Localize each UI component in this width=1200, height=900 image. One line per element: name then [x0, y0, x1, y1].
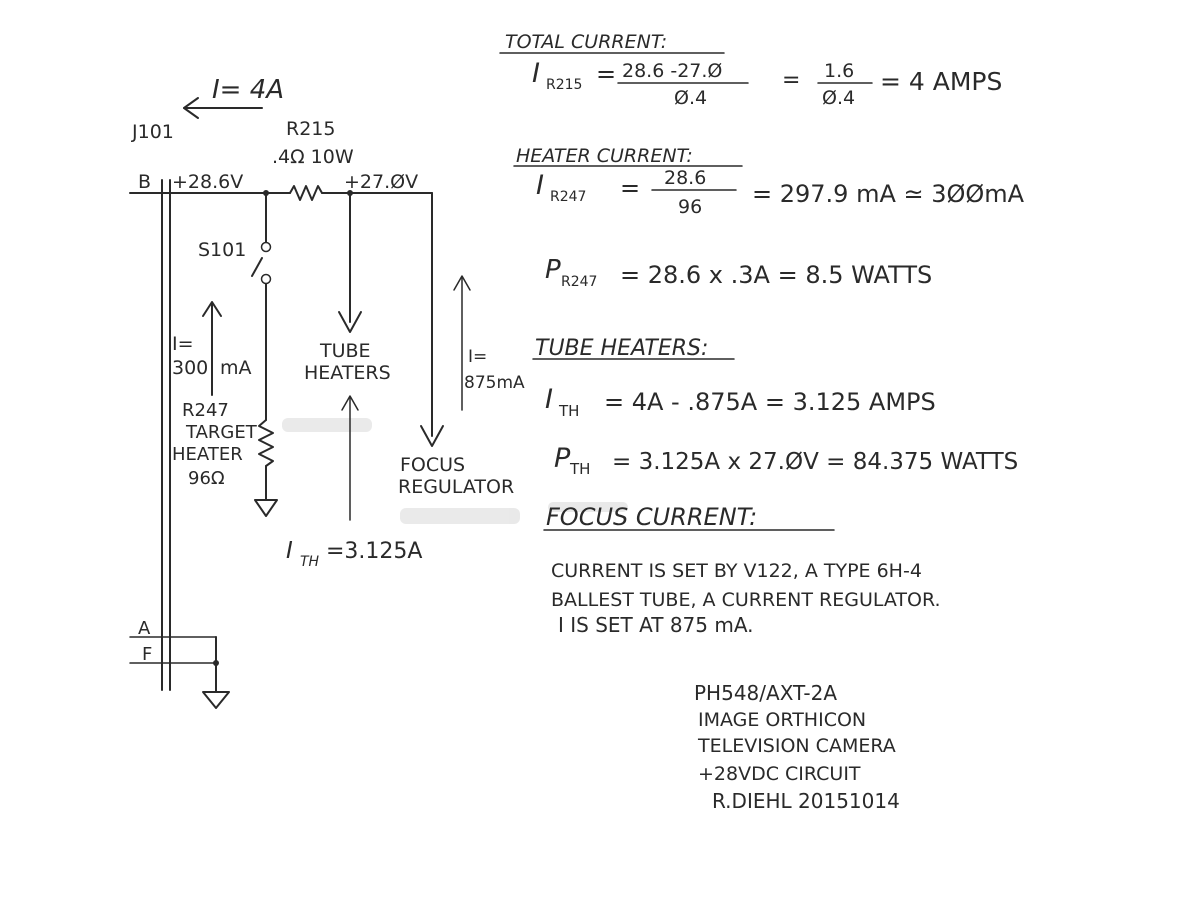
tube-p-sub: TH — [569, 460, 590, 478]
ith-current-arrow — [341, 395, 359, 521]
title-line5: R.DIEHL 20151014 — [712, 789, 900, 813]
r247-line1: TARGET — [185, 422, 258, 443]
r247-line2: HEATER — [172, 444, 243, 465]
total-eq1: = — [596, 60, 616, 88]
total-num2: 1.6 — [824, 60, 854, 82]
power-sym: P — [545, 255, 561, 285]
focus-regulator-arrowhead — [420, 425, 444, 447]
tube-p-expr: = 3.125A x 27.ØV = 84.375 WATTS — [612, 449, 1018, 475]
heater-den: 96 — [678, 196, 702, 218]
tube-i-sub: TH — [558, 402, 579, 420]
s101-label: S101 — [198, 239, 246, 261]
title-line4: +28VDC CIRCUIT — [698, 763, 861, 785]
total-eq2: = — [782, 68, 800, 93]
voltage-out-label: +27.ØV — [344, 171, 418, 193]
total-current-heading: TOTAL CURRENT: — [505, 31, 667, 53]
tube-p-sym: P — [554, 443, 571, 474]
focus-current-val: 875mA — [464, 373, 525, 393]
r215-value: .4Ω 10W — [272, 146, 354, 168]
tube-heaters-arrowhead — [338, 311, 362, 333]
voltage-in-label: +28.6V — [172, 171, 243, 193]
focus-current-heading: FOCUS CURRENT: — [546, 503, 757, 531]
r215-name: R215 — [286, 118, 335, 140]
power-expr: = 28.6 x .3A = 8.5 WATTS — [620, 261, 932, 289]
tube-heaters-heading: TUBE HEATERS: — [535, 336, 708, 361]
junction-dot-af — [213, 660, 219, 666]
heater-eq: = — [620, 174, 640, 202]
focus-regulator-line1: FOCUS — [400, 454, 465, 476]
total-current-label: I= 4A — [212, 75, 284, 105]
schematic: I= 4A J101 R215 .4Ω 10W B +28.6V +27.ØV … — [129, 75, 525, 709]
calculations: TOTAL CURRENT: I R215 = 28.6 -27.Ø Ø.4 =… — [499, 31, 1025, 637]
title-line3: TELEVISION CAMERA — [697, 735, 896, 757]
focus-line2: BALLEST TUBE, A CURRENT REGULATOR. — [551, 589, 941, 611]
r247-name: R247 — [182, 400, 229, 421]
ith-label-sym: I — [286, 538, 293, 564]
ith-label-val: =3.125A — [326, 539, 422, 564]
ith-label-sub: TH — [300, 554, 320, 570]
heater-sym: I — [536, 170, 544, 201]
s101-contact-bottom — [260, 273, 272, 285]
title-line2: IMAGE ORTHICON — [698, 709, 866, 731]
heater-current-heading: HEATER CURRENT: — [516, 145, 693, 167]
focus-current-sym: I= — [468, 347, 487, 367]
heater-current-sym: I= — [172, 333, 194, 355]
title-line1: PH548/AXT-2A — [694, 681, 837, 705]
heater-num: 28.6 — [664, 167, 706, 189]
total-current-arrow — [183, 97, 263, 119]
heater-current-unit: mA — [220, 357, 252, 379]
total-den1: Ø.4 — [674, 87, 707, 109]
ground-symbol-af — [202, 691, 230, 709]
tube-i-sym: I — [545, 384, 553, 415]
heater-current-val: 300 — [172, 357, 208, 379]
heater-sub: R247 — [550, 189, 586, 205]
total-sub: R215 — [546, 77, 582, 93]
tube-heaters-line2: HEATERS — [304, 362, 391, 384]
total-sym: I — [532, 58, 540, 89]
total-num1: 28.6 -27.Ø — [622, 60, 722, 82]
bus-f-label: F — [142, 644, 152, 665]
focus-regulator-line2: REGULATOR — [398, 476, 514, 498]
total-result: = 4 AMPS — [880, 67, 1002, 96]
s101-contact-top — [260, 241, 272, 253]
tube-i-expr: = 4A - .875A = 3.125 AMPS — [604, 388, 936, 416]
r247-value: 96Ω — [188, 468, 225, 489]
bus-b-label: B — [138, 171, 151, 193]
r215-resistor-symbol — [289, 185, 323, 201]
ground-symbol-heater — [254, 499, 278, 517]
heater-result: = 297.9 mA ≃ 3ØØmA — [752, 180, 1025, 208]
focus-line1: CURRENT IS SET BY V122, A TYPE 6H-4 — [551, 560, 922, 582]
total-den2: Ø.4 — [822, 87, 855, 109]
heater-current-arrow — [202, 301, 222, 396]
r247-resistor-symbol — [258, 419, 274, 467]
tube-heaters-line1: TUBE — [319, 340, 371, 362]
power-sub: R247 — [561, 274, 597, 290]
connector-label: J101 — [131, 121, 174, 143]
bus-a-label: A — [138, 618, 151, 639]
title-block: PH548/AXT-2A IMAGE ORTHICON TELEVISION C… — [694, 681, 900, 813]
s101-switch-blade — [251, 257, 263, 277]
focus-line3: I IS SET AT 875 mA. — [558, 613, 754, 637]
focus-current-arrow — [453, 275, 471, 411]
